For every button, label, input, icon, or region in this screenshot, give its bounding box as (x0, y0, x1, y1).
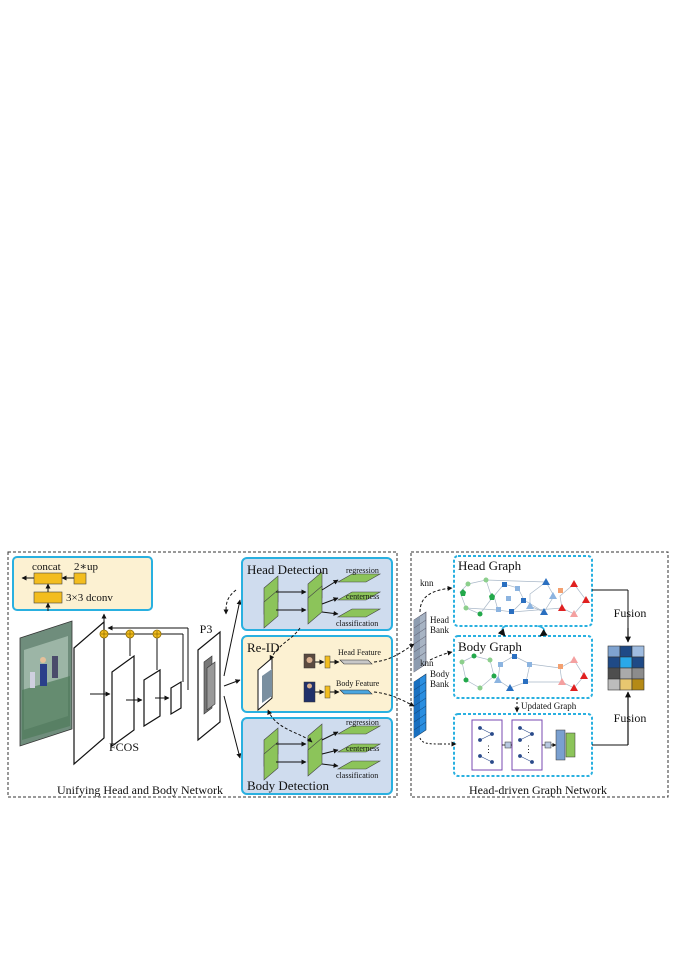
backbone-stage-2 (111, 654, 135, 748)
gnn-ellipsis-1: ⋮ (484, 744, 493, 754)
backbone-stage-3 (143, 668, 161, 728)
inset-concat-label: concat (32, 561, 61, 573)
output-vector (555, 729, 566, 761)
fusion-matrix (607, 645, 645, 691)
right-panel-caption: Head-driven Graph Network (469, 783, 607, 797)
fusion-cell (631, 645, 645, 658)
body-graph: Body Graph (453, 635, 593, 699)
body-graph-title: Body Graph (458, 639, 522, 654)
fusion-cell (607, 645, 621, 658)
head-feature-label: Head Feature (338, 648, 381, 657)
fusion-cell (619, 645, 633, 658)
head-detection-title: Head Detection (247, 562, 329, 577)
body-detection-panel: Body Detection regression centerness cla… (241, 717, 393, 795)
output-scores (565, 732, 576, 758)
inset-dconv-label: 3×3 dconv (66, 592, 113, 604)
head-bank: Head Bank (413, 611, 449, 673)
fusion-top-label: Fusion (614, 606, 647, 620)
backbone-label: FCOS (109, 740, 139, 754)
fpn-path (99, 613, 189, 690)
knn-bottom-label: knn (420, 658, 434, 668)
body-bank: Body Bank (413, 669, 450, 739)
head-bank-label-1: Head (430, 615, 449, 625)
body-out-centerness: centerness (346, 744, 379, 753)
gnn-ellipsis-2: ⋮ (524, 744, 533, 754)
head-out-centerness: centerness (346, 592, 379, 601)
fusion-cell (607, 656, 621, 669)
head-out-regression: regression (346, 566, 379, 575)
fusion-cell (607, 678, 621, 691)
body-out-classification: classification (336, 771, 378, 780)
fusion-bottom-label: Fusion (614, 711, 647, 725)
body-detection-title: Body Detection (247, 778, 329, 793)
reid-title: Re-ID (247, 640, 280, 655)
fusion-cell (631, 656, 645, 669)
fusion-cell (631, 678, 645, 691)
inset-up-label: 2∗up (74, 561, 98, 573)
concat-block (33, 572, 63, 585)
backbone-stage-4 (170, 680, 182, 716)
p3-label: P3 (200, 622, 213, 636)
fusion-cell (607, 667, 621, 680)
upsample-block (73, 572, 87, 585)
fusion-output: Fusion Fusion (592, 589, 647, 746)
fusion-cell (619, 678, 633, 691)
upsample-inset: concat 2∗up 3×3 dconv (12, 556, 153, 611)
right-panel: Head-driven Graph Network Head Bank Body (373, 551, 669, 798)
fcos-backbone: FCOS (73, 620, 182, 766)
head-bank-label-2: Bank (430, 625, 449, 635)
left-panel-caption: Unifying Head and Body Network (57, 783, 223, 797)
head-detection-panel: Head Detection regression centerness cla… (241, 557, 393, 631)
right-panel-border (410, 551, 669, 798)
knn-top-label: knn (420, 578, 434, 588)
left-panel-border (7, 551, 398, 798)
p3-feature: P3 (197, 599, 242, 759)
head-graph: Head Graph (453, 555, 593, 627)
body-feature-vector (339, 689, 373, 695)
head-feature-vector (339, 659, 373, 665)
backbone-stage-1 (73, 620, 105, 766)
reid-panel: Re-ID Head Feature Body Feature (241, 635, 393, 713)
fusion-cell (619, 667, 633, 680)
dconv-block (33, 591, 63, 604)
updated-graph-label: Updated Graph (521, 701, 577, 711)
head-out-classification: classification (336, 619, 378, 628)
fusion-cell (631, 667, 645, 680)
gnn-layer-1 (471, 719, 503, 771)
graph-network-box: ⋮ ⋮ (419, 713, 593, 777)
fusion-cell (619, 656, 633, 669)
left-panel: Unifying Head and Body Network concat 2∗… (7, 551, 398, 798)
body-bank-label-2: Bank (430, 679, 449, 689)
body-bank-label-1: Body (430, 669, 450, 679)
body-out-regression: regression (346, 718, 379, 727)
body-feature-label: Body Feature (336, 679, 380, 688)
input-image (19, 620, 73, 747)
head-graph-title: Head Graph (458, 558, 522, 573)
